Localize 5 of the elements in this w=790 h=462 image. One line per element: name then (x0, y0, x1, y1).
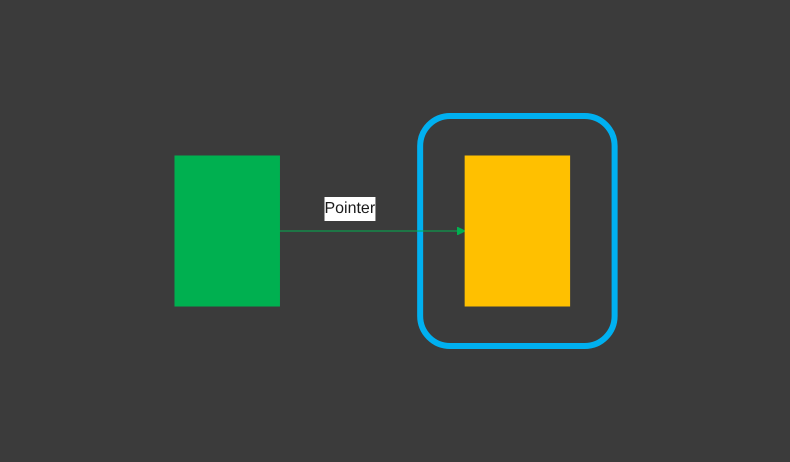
node-box (464, 156, 570, 306)
cluster (417, 113, 618, 349)
arrow (279, 226, 466, 236)
node-box (174, 156, 280, 306)
diagram-drawing: Pointer (167, 108, 623, 354)
